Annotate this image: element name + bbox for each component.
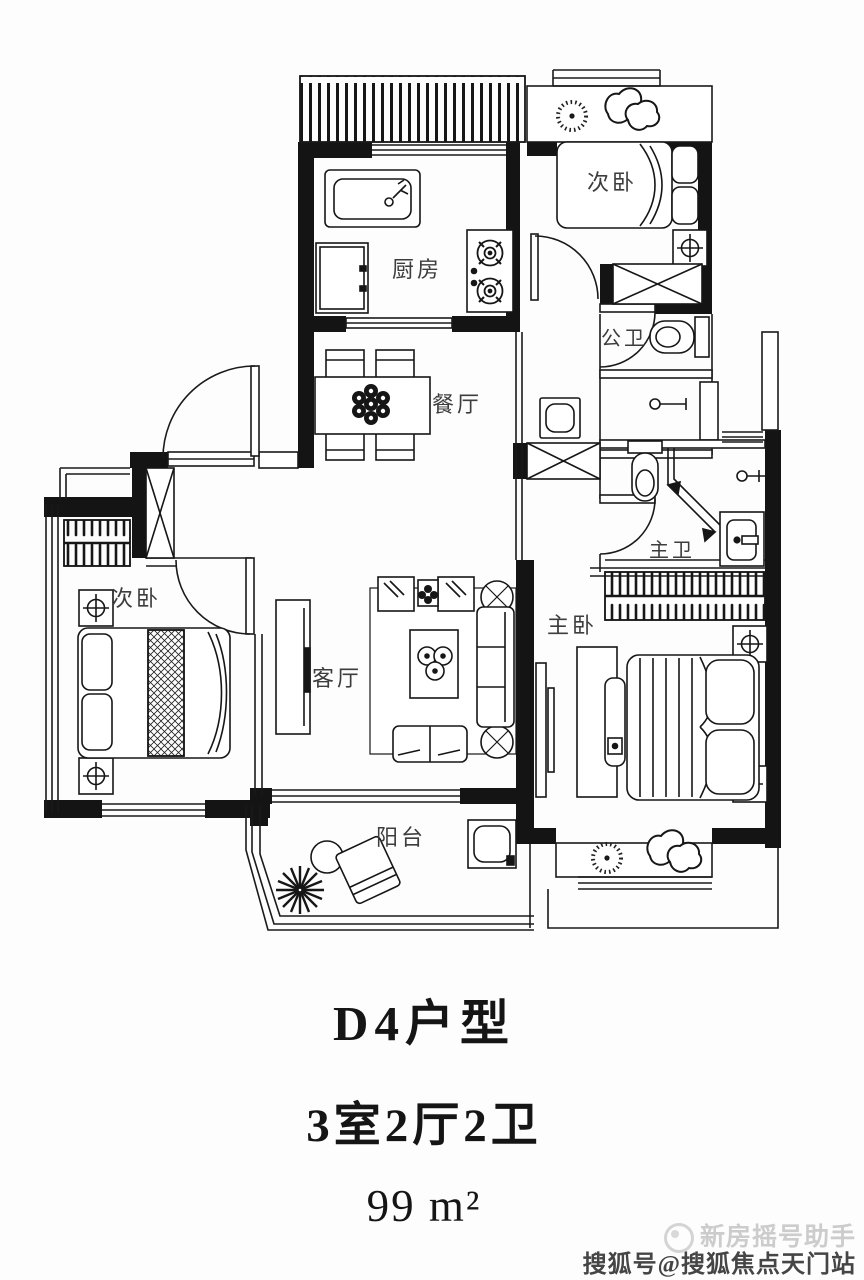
dining-furniture xyxy=(314,349,431,461)
balcony-chair xyxy=(335,835,401,905)
entry-door-arc xyxy=(162,365,256,459)
kitchen-cabinet-inner xyxy=(319,246,365,310)
kitchen-faucet xyxy=(392,179,409,199)
toilet-public-bowl xyxy=(655,326,681,348)
bedroom-top-furniture xyxy=(556,87,708,305)
washer-drum xyxy=(545,403,575,433)
nightstand-left-2 xyxy=(78,757,114,795)
living-furniture xyxy=(275,576,517,763)
pillow-left-2 xyxy=(81,693,113,751)
coffee-table-decor xyxy=(417,646,453,681)
bed-left-runner xyxy=(147,629,185,757)
nightstand-top-bedroom xyxy=(672,229,708,267)
washer-latch xyxy=(506,855,515,866)
tv-cabinet-master xyxy=(535,662,547,798)
room-label-kitchen: 厨房 xyxy=(392,257,442,282)
sofa-main xyxy=(476,606,515,728)
bedroom-left-furniture xyxy=(63,467,231,795)
floorplan-drawing: 厨房 次卧 公卫 主卫 餐厅 次卧 客厅 主卧 阳台 xyxy=(44,69,781,931)
balcony-plant xyxy=(276,866,324,914)
basin-faucet xyxy=(741,535,759,545)
cabinet-handle-1 xyxy=(359,265,367,272)
pillow-master-1 xyxy=(705,659,755,725)
toilet-master-bowl xyxy=(635,469,655,497)
wardrobe-x2 xyxy=(612,263,703,305)
entry-door-leaf xyxy=(250,365,260,457)
unit-title: D4户型 xyxy=(333,996,515,1051)
watermark: 新房摇号助手 搜狐号@搜狐焦点天门站 xyxy=(582,1222,856,1278)
watermark-app-line: 新房摇号助手 xyxy=(583,1222,856,1253)
nightstand-left-1 xyxy=(78,589,114,627)
doors xyxy=(162,233,656,635)
bath-public-door-leaf xyxy=(599,303,656,313)
bedroom-top-door-leaf xyxy=(530,233,539,301)
bath-master-fixtures xyxy=(526,440,765,567)
tv-master xyxy=(547,687,555,773)
layout-subtitle: 3室2厅2卫 xyxy=(306,1100,542,1152)
pillow-left-1 xyxy=(81,633,113,691)
table-flower-decor xyxy=(352,384,390,425)
balcony-washer-drum xyxy=(473,825,511,863)
watermark-account-line: 搜狐号@搜狐焦点天门站 xyxy=(582,1251,856,1278)
toilet-master-tank xyxy=(627,440,663,454)
stove-knob-1 xyxy=(470,267,478,275)
stove-knob-2 xyxy=(470,279,478,287)
cabinet-handle-2 xyxy=(359,285,367,292)
watermark-app-name: 新房摇号助手 xyxy=(699,1223,856,1251)
bedroom-master-furniture xyxy=(535,571,768,874)
shower-door-handles xyxy=(666,480,717,543)
bedroom-left-door-arc xyxy=(175,559,251,635)
basin-faucet-dot xyxy=(733,536,741,544)
balcony-furniture xyxy=(276,819,517,914)
kitchen-sink-drain xyxy=(384,197,394,207)
room-label-balcony: 阳台 xyxy=(376,825,426,850)
bedroom-left-door-leaf xyxy=(245,557,255,635)
pillow-1 xyxy=(671,145,699,184)
shower-valve-master xyxy=(736,470,748,482)
room-label-bath-master: 主卫 xyxy=(649,539,695,562)
bed-top xyxy=(556,141,673,229)
pillow-2 xyxy=(671,186,699,225)
bed-top-fold xyxy=(639,143,663,227)
bed-left-fold xyxy=(207,631,228,755)
tv-living xyxy=(304,647,311,693)
room-label-dining: 餐厅 xyxy=(432,392,482,417)
bath-public-fixtures xyxy=(539,316,710,439)
toilet-public-tank xyxy=(694,316,710,358)
room-label-bath-public: 公卫 xyxy=(601,328,647,350)
app-logo-icon xyxy=(663,1222,694,1253)
shower-valve-public xyxy=(649,398,661,410)
bath-master-door-arc xyxy=(599,498,656,555)
room-label-bedroom-top: 次卧 xyxy=(587,170,637,195)
kitchen-sink-basin xyxy=(333,178,412,220)
room-label-living: 客厅 xyxy=(312,666,362,691)
kitchen-fixtures xyxy=(315,169,514,314)
room-label-bedroom-left: 次卧 xyxy=(111,586,161,611)
side-table-flower xyxy=(418,585,438,604)
pillow-master-2 xyxy=(705,729,755,795)
room-label-bedroom-master: 主卧 xyxy=(547,613,597,638)
bath-public-door-arc xyxy=(599,311,656,368)
bedroom-top-door-arc xyxy=(534,235,599,300)
area-text: 99 m² xyxy=(366,1181,482,1231)
